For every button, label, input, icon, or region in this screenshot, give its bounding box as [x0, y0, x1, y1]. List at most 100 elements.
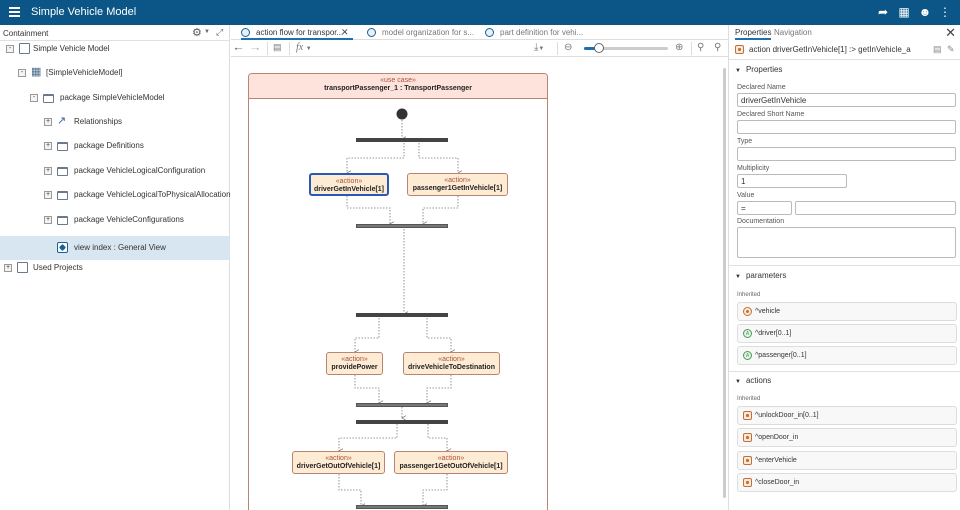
collapse-toggle-icon[interactable]: - [30, 94, 38, 102]
action-provide-power[interactable]: «action» providePower [326, 352, 383, 375]
expand-toggle-icon[interactable]: + [44, 167, 52, 175]
tab-model-organization[interactable]: model organization for s... [367, 25, 477, 40]
action-label: ^unlockDoor_in[0..1] [755, 412, 819, 419]
actions-section-toggle[interactable]: ▼actions [735, 376, 771, 385]
download-icon[interactable]: ⤓▼ [534, 42, 545, 53]
tree-item[interactable]: -▦[SimpleVehicleModel] [0, 61, 230, 85]
tree-item[interactable]: + package VehicleLogicalToPhysicalAllocat… [0, 183, 231, 207]
diagram-canvas[interactable]: «use case» transportPassenger_1 : Transp… [231, 58, 721, 510]
hamburger-menu-icon[interactable] [9, 5, 20, 19]
tree-item[interactable]: view index : General View [0, 236, 230, 260]
tab-properties[interactable]: Properties [735, 28, 772, 40]
more-vert-icon[interactable]: ⋮ [939, 5, 951, 19]
hierarchy-icon[interactable]: ▤ [273, 42, 282, 52]
tab-navigation[interactable]: Navigation [774, 28, 812, 37]
tree-item-label: package VehicleLogicalToPhysicalAllocati… [74, 190, 231, 199]
zoom-in-icon[interactable]: ⊕ [675, 42, 684, 53]
parameter-row[interactable]: A^passenger[0..1] [737, 346, 957, 365]
folder-icon [43, 94, 54, 103]
view-icon [485, 28, 494, 37]
type-label: Type [737, 138, 753, 145]
use-case-frame[interactable]: «use case» transportPassenger_1 : Transp… [248, 73, 548, 510]
action-driver-get-out-of-vehicle[interactable]: «action» driverGetOutOfVehicle[1] [292, 451, 385, 474]
declared-name-field[interactable]: driverGetInVehicle [737, 93, 956, 107]
zoom-fit-icon[interactable]: ⚲ [697, 42, 705, 53]
join-bar[interactable] [356, 224, 448, 228]
share-icon[interactable]: ➦ [877, 5, 889, 19]
tree-item[interactable]: +↗Relationships [0, 110, 230, 134]
flow-edge [426, 318, 451, 352]
user-icon[interactable]: ☻ [918, 5, 932, 19]
documentation-field[interactable] [737, 227, 956, 258]
properties-section-toggle[interactable]: ▼Properties [735, 65, 782, 74]
action-row[interactable]: ^enterVehicle [737, 450, 957, 470]
action-name: driverGetOutOfVehicle[1] [296, 463, 381, 470]
action-row[interactable]: ^openDoor_in [737, 428, 957, 448]
tree-item[interactable]: +package VehicleConfigurations [0, 208, 230, 232]
gear-icon[interactable]: ⚙ [192, 27, 202, 39]
zoom-out-icon[interactable]: ⊖ [564, 42, 573, 53]
value-operator-field[interactable]: = [737, 201, 792, 215]
type-field[interactable] [737, 147, 956, 161]
parameter-row[interactable]: A^driver[0..1] [737, 324, 957, 343]
collapse-toggle-icon[interactable]: - [6, 45, 14, 53]
fork-bar[interactable] [356, 138, 448, 142]
declared-name-label: Declared Name [737, 84, 786, 91]
value-label: Value [737, 192, 755, 199]
tree-item-label: Used Projects [33, 263, 83, 272]
expand-toggle-icon[interactable]: + [44, 216, 52, 224]
expand-toggle-icon[interactable]: + [4, 264, 12, 272]
folder-icon [57, 216, 68, 225]
join-bar[interactable] [356, 403, 448, 407]
action-passenger1-get-out-of-vehicle[interactable]: «action» passenger1GetOutOfVehicle[1] [394, 451, 508, 474]
back-arrow-icon[interactable]: 🠐 [234, 44, 243, 55]
section-title: parameters [745, 271, 787, 280]
tree-item[interactable]: + Used Projects [0, 256, 230, 280]
hierarchy-icon[interactable]: ▤ [933, 44, 942, 54]
flow-edge [339, 424, 398, 451]
action-driver-get-in-vehicle[interactable]: «action» driverGetInVehicle[1] [309, 173, 389, 196]
tree-item[interactable]: -Simple Vehicle Model [0, 37, 230, 61]
expand-toggle-icon[interactable]: + [44, 142, 52, 150]
zoom-reset-icon[interactable]: ⚲ [714, 42, 722, 53]
vertical-scrollbar[interactable] [721, 58, 728, 510]
fork-bar[interactable] [356, 313, 448, 317]
inherited-label: Inherited [737, 396, 761, 402]
action-drive-vehicle-to-destination[interactable]: «action» driveVehicleToDestination [403, 352, 500, 375]
chevron-down-icon[interactable]: ▼ [204, 29, 210, 35]
tree-item-label: package VehicleLogicalConfiguration [74, 166, 206, 175]
action-row[interactable]: ^closeDoor_in [737, 472, 957, 492]
zoom-slider[interactable] [584, 43, 668, 53]
tree-item[interactable]: +package Definitions [0, 134, 230, 158]
function-button[interactable]: fx ▼ [296, 42, 312, 53]
expand-toggle-icon[interactable]: + [44, 118, 52, 126]
action-row[interactable]: ^unlockDoor_in[0..1] [737, 406, 957, 425]
collapse-toggle-icon[interactable]: - [18, 69, 26, 77]
fork-bar[interactable] [356, 420, 448, 424]
declared-short-name-field[interactable] [737, 120, 956, 134]
grid-icon[interactable]: ▦ [898, 5, 910, 19]
parameters-section-toggle[interactable]: ▼parameters [735, 271, 786, 280]
expand-toggle-icon[interactable]: + [44, 191, 52, 199]
tree-item[interactable]: -package SimpleVehicleModel [0, 86, 230, 110]
tab-part-definition[interactable]: part definition for vehi... [485, 25, 595, 40]
value-field[interactable] [795, 201, 956, 215]
parameter-row[interactable]: ^vehicle [737, 302, 957, 321]
parameter-label: ^passenger[0..1] [755, 352, 807, 359]
action-name: driverGetInVehicle[1] [313, 186, 385, 193]
multiplicity-field[interactable]: 1 [737, 174, 847, 188]
document-icon [19, 43, 30, 54]
edit-icon[interactable]: ✎ [947, 44, 955, 54]
close-tab-icon[interactable]: ✕ [341, 27, 349, 37]
tree-item[interactable]: + package VehicleLogicalConfiguration [0, 159, 230, 183]
tab-action-flow[interactable]: action flow for transpor... ✕ [241, 25, 353, 40]
scrollbar-thumb[interactable] [723, 68, 726, 498]
expand-icon[interactable]: ⤢ [216, 27, 224, 37]
forward-arrow-icon[interactable]: 🠒 [251, 44, 260, 55]
action-passenger1-get-in-vehicle[interactable]: «action» passenger1GetInVehicle[1] [407, 173, 508, 196]
view-icon [57, 242, 68, 253]
flow-edge [355, 318, 380, 352]
join-bar[interactable] [356, 505, 448, 509]
close-icon[interactable]: ✕ [945, 25, 956, 40]
zoom-slider-knob[interactable] [594, 43, 605, 53]
